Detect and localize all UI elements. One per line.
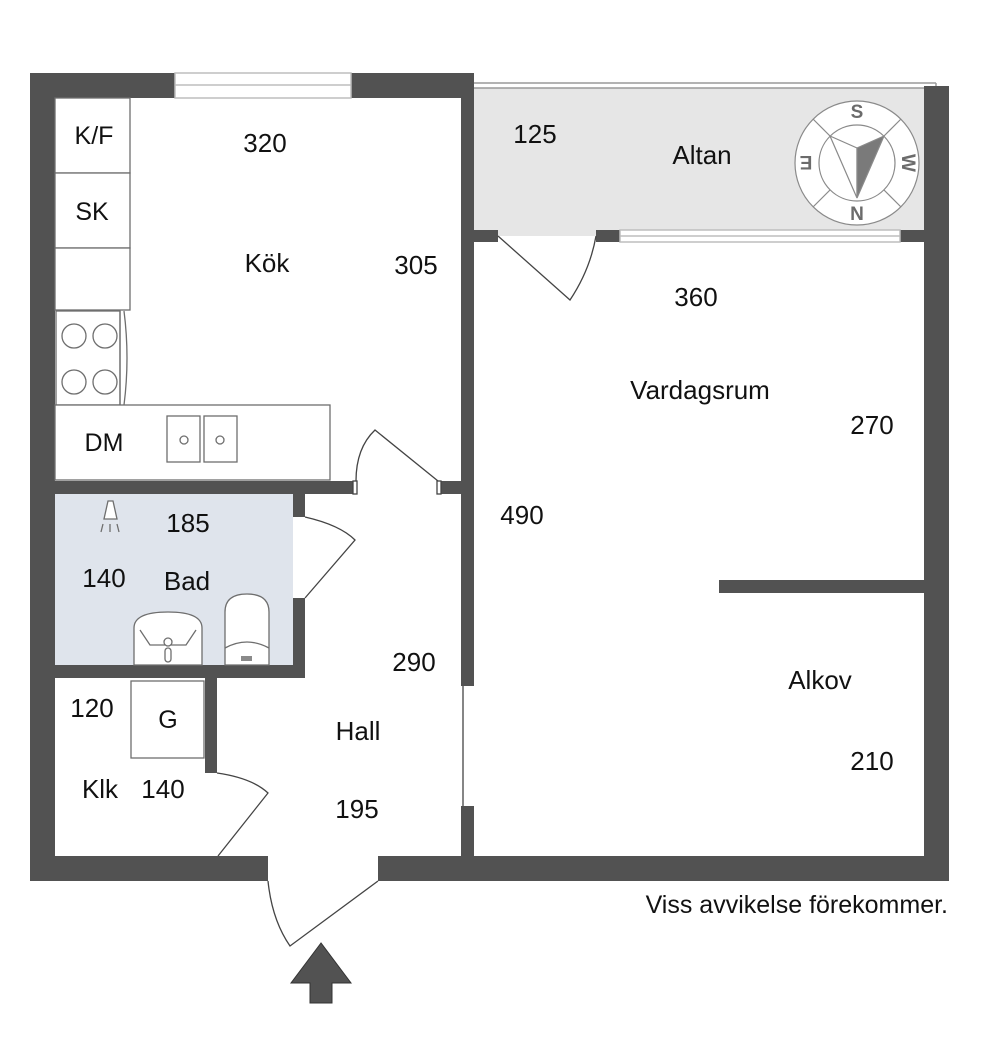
balcony-railing: [474, 82, 937, 89]
compass-north: N: [850, 204, 864, 225]
cabinet-label: SK: [75, 198, 109, 226]
compass-south: S: [851, 102, 864, 123]
alcove-depth: 210: [850, 746, 893, 776]
walls: [30, 73, 949, 881]
bath-depth: 140: [82, 563, 125, 593]
compass-east: E: [800, 151, 813, 172]
kitchen-fixtures: [54, 97, 331, 481]
compass: [794, 100, 920, 226]
balcony-depth: 125: [513, 119, 556, 149]
hall-width: 195: [335, 794, 378, 824]
living-window: [619, 229, 901, 243]
living-depth: 270: [850, 410, 893, 440]
kitchen-door: [355, 429, 439, 482]
disclaimer-text: Viss avvikelse förekommer.: [646, 891, 948, 919]
closet-door: [216, 772, 269, 857]
alcove-name: Alkov: [788, 665, 852, 695]
living-width: 360: [674, 282, 717, 312]
closet-width: 120: [70, 693, 113, 723]
bath-name: Bad: [164, 566, 210, 596]
entrance-door: [267, 880, 379, 947]
closet-depth: 140: [141, 774, 184, 804]
kitchen-width: 320: [243, 128, 286, 158]
hall-depth: 290: [392, 647, 435, 677]
compass-west: W: [897, 154, 918, 172]
kitchen-name: Kök: [245, 248, 291, 278]
bath-width: 185: [166, 508, 209, 538]
kitchen-window: [174, 72, 352, 99]
dishwasher-label: DM: [85, 429, 124, 457]
bath-door: [304, 516, 356, 599]
balcony-name: Altan: [672, 140, 731, 170]
living-length: 490: [500, 500, 543, 530]
doors: [216, 235, 597, 947]
kitchen-depth: 305: [394, 250, 437, 280]
fridge-freezer-label: K/F: [75, 122, 114, 150]
balcony-door: [497, 235, 597, 301]
wardrobe: [130, 680, 205, 759]
hall-name: Hall: [336, 716, 381, 746]
living-name: Vardagsrum: [630, 375, 770, 405]
bath-fixtures: [100, 500, 270, 666]
toilet: [224, 593, 270, 666]
wardrobe-label: G: [158, 706, 177, 734]
entrance-arrow-icon: [290, 942, 352, 1004]
closet-name: Klk: [82, 774, 119, 804]
shower-icon: [103, 500, 118, 520]
